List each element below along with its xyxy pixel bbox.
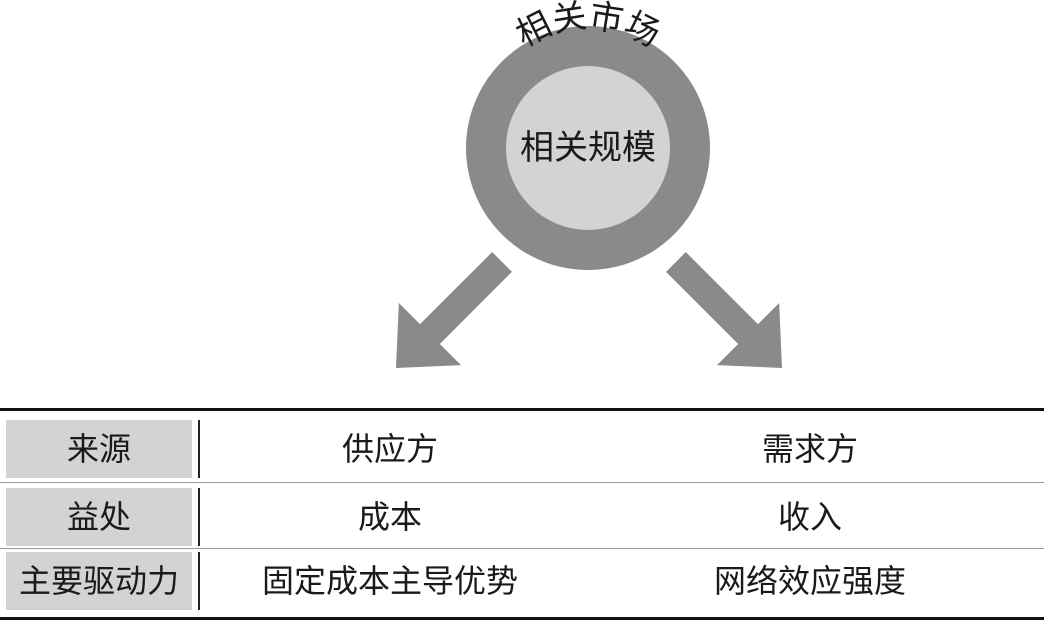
row-separator [0,548,1044,549]
cell-fixed-cost-advantage: 固定成本主导优势 [261,562,518,600]
row-separator [0,482,1044,483]
table-row-benefit: 益处 成本 收入 [0,488,1044,546]
scale-diagram: 相关市场 相关规模 [396,0,782,368]
cell-supply-side: 供应方 [341,430,438,468]
table-row-driver: 主要驱动力 固定成本主导优势 网络效应强度 [0,552,1044,610]
row-header-benefit: 益处 [6,488,192,546]
comparison-table: 来源 供应方 需求方 益处 成本 收入 主要驱动力 固定成本主导优势 网络效应强… [0,408,1044,622]
arrow-down-left-icon [396,252,512,368]
row-divider [198,420,200,478]
row-divider [198,488,200,546]
cell-revenue: 收入 [777,498,842,536]
row-header-source: 来源 [6,420,192,478]
cell-network-effect: 网络效应强度 [713,562,906,600]
table-top-rule [0,408,1044,411]
inner-circle-label: 相关规模 [520,128,656,168]
cell-cost: 成本 [357,498,422,536]
table-bottom-rule [0,617,1044,620]
row-header-driver: 主要驱动力 [6,552,192,610]
arrow-down-right-icon [666,252,782,368]
row-divider [198,552,200,610]
cell-demand-side: 需求方 [761,430,858,468]
inner-circle [506,66,670,230]
table-row-source: 来源 供应方 需求方 [0,420,1044,478]
